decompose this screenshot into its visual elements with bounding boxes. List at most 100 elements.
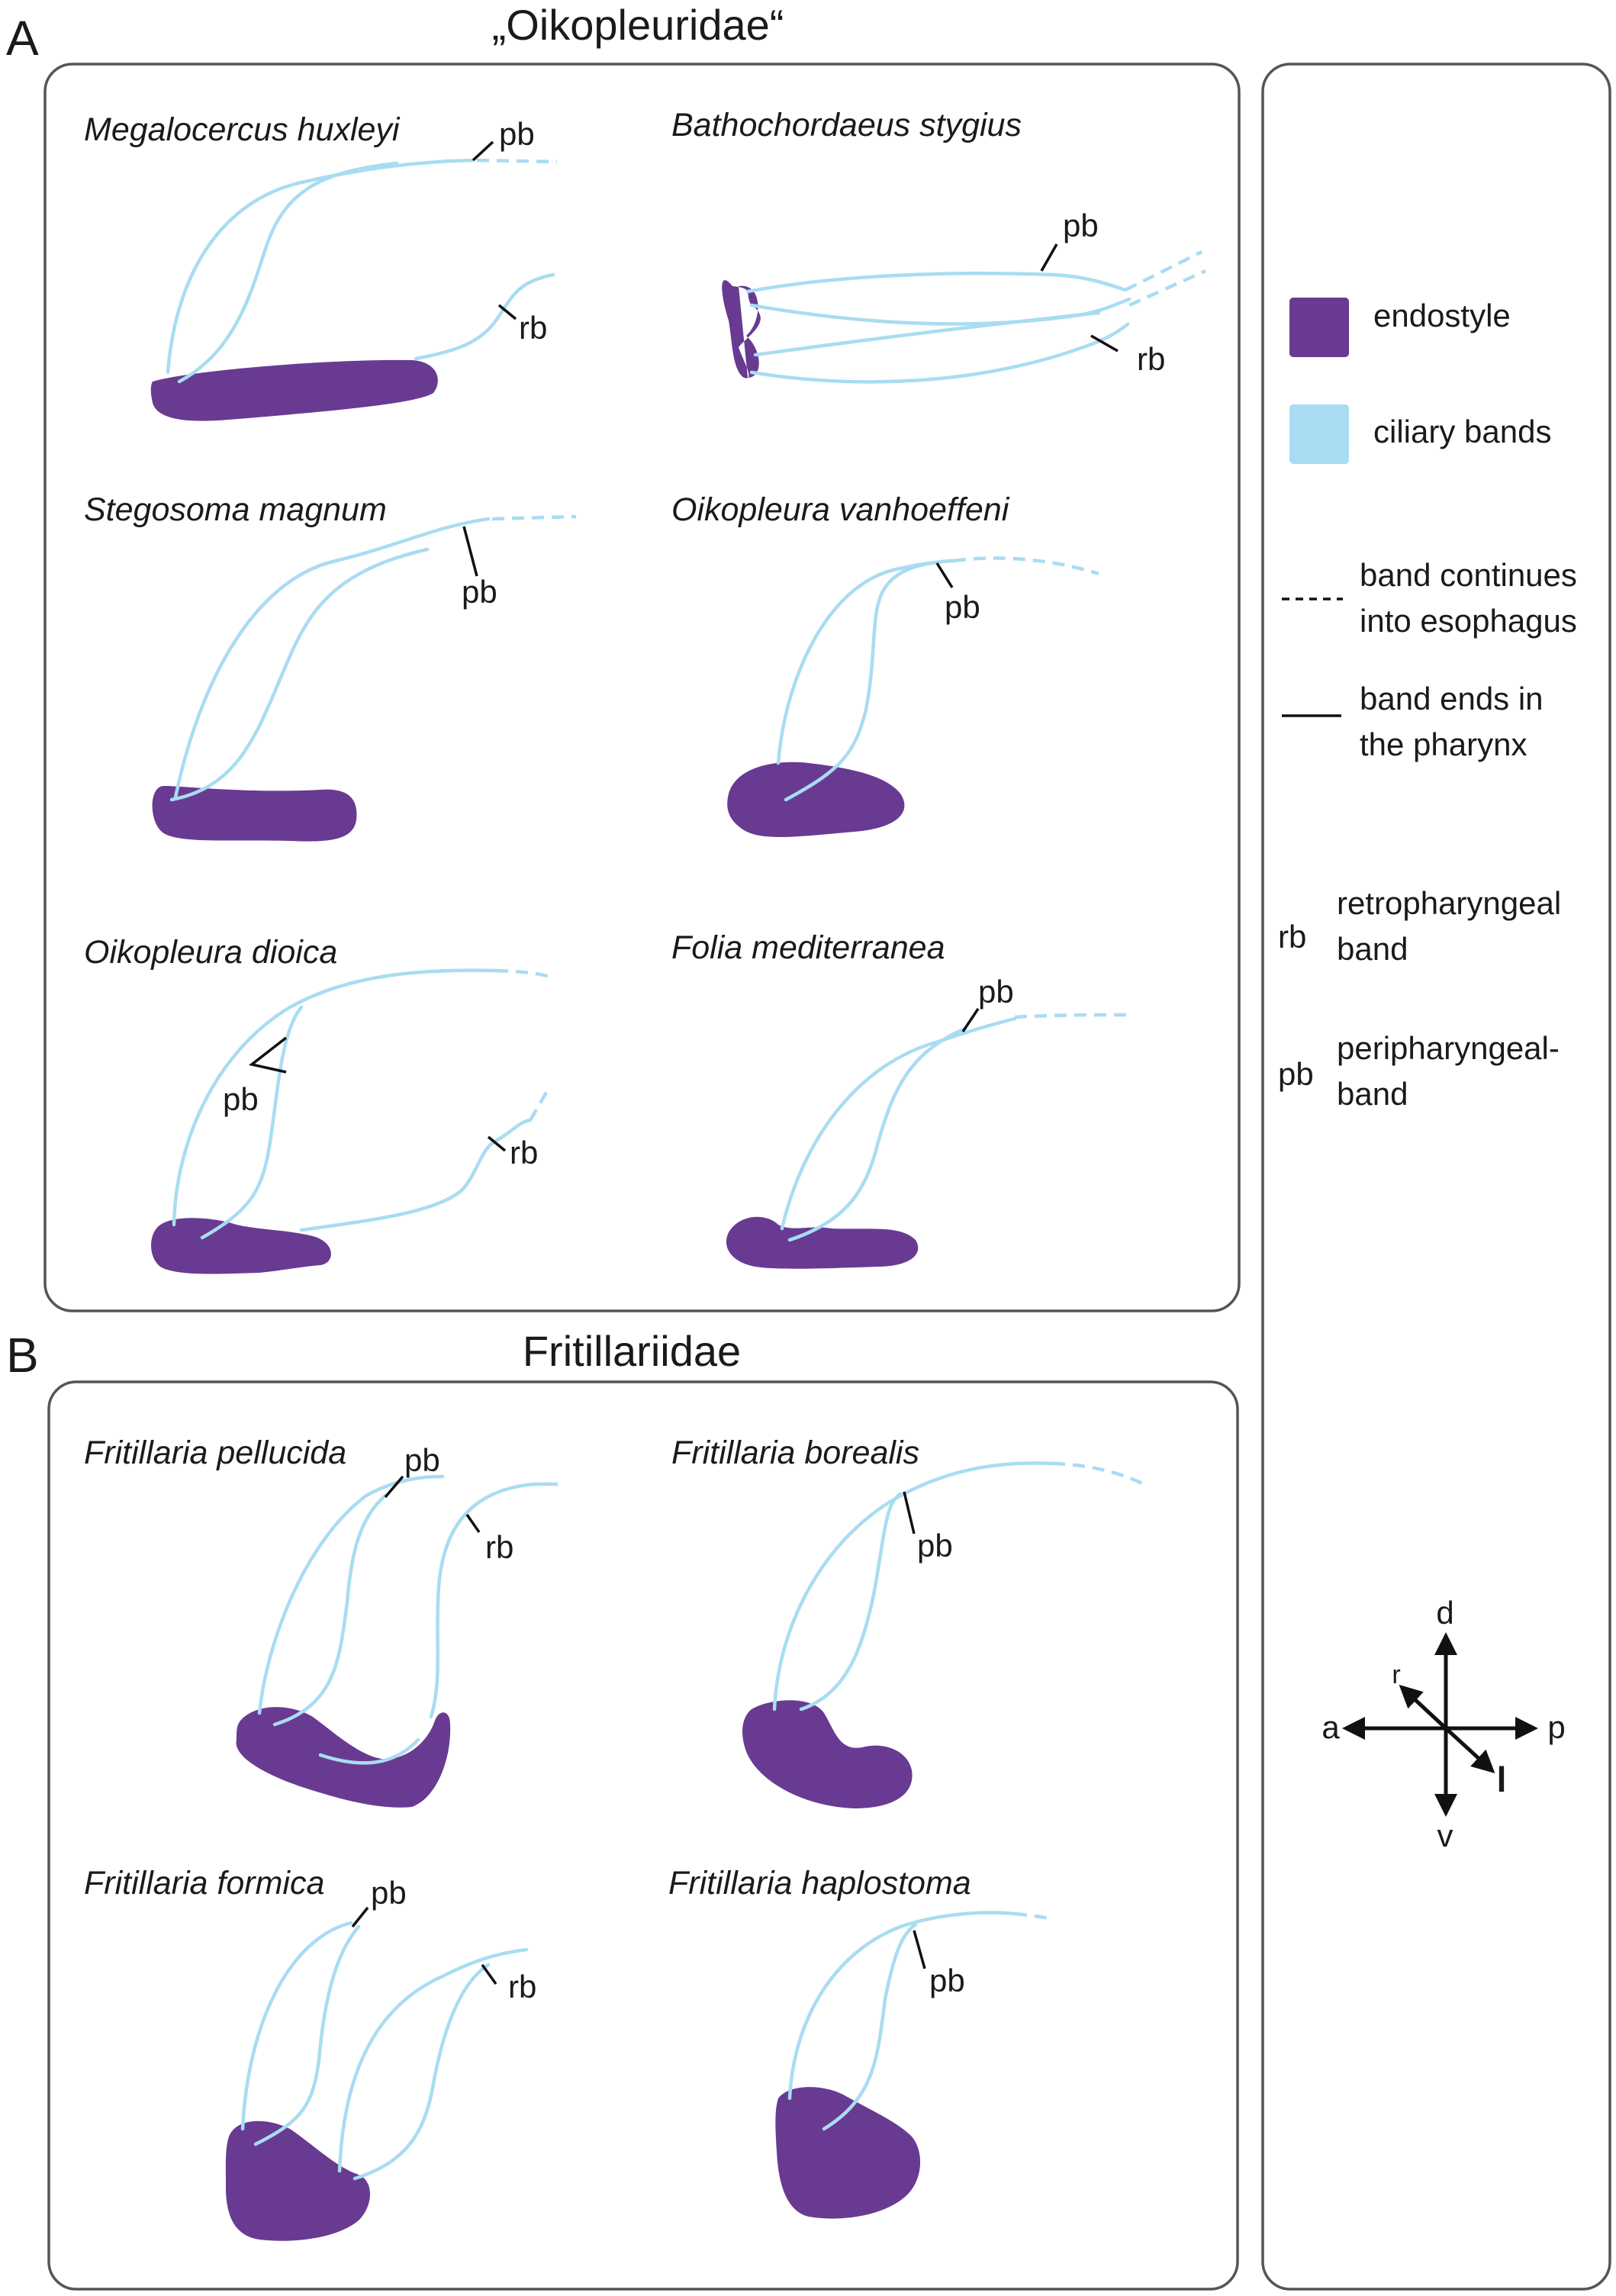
ciliary-band-continuation bbox=[1014, 1911, 1054, 1921]
ciliary-band-a-outer bbox=[257, 1474, 445, 1715]
ciliary-band-outer bbox=[172, 968, 498, 1227]
ciliary-band-inner bbox=[177, 161, 399, 384]
legend-ciliary-bands: ciliary bands bbox=[1373, 414, 1551, 449]
diagram-stegosoma-magnum: Stegosoma magnum pb bbox=[84, 491, 577, 842]
pb-leader bbox=[248, 1036, 288, 1074]
ciliary-band-upper-a bbox=[745, 271, 1128, 294]
pb-leader bbox=[913, 1930, 926, 1969]
ciliary-band-inner bbox=[169, 547, 430, 802]
pb-leader bbox=[462, 526, 478, 577]
axis-d: d bbox=[1436, 1595, 1453, 1631]
rb-leader bbox=[1090, 334, 1119, 353]
legend-pb-1: peripharyngeal- bbox=[1337, 1030, 1560, 1066]
species-name: Fritillaria borealis bbox=[671, 1435, 919, 1471]
rb-leader bbox=[465, 1514, 481, 1533]
pb-leader bbox=[961, 1008, 980, 1032]
axis-a: a bbox=[1321, 1709, 1340, 1745]
ciliary-band-lower-a bbox=[753, 311, 1101, 357]
ciliary-band-b-inner bbox=[352, 1963, 491, 2181]
ciliary-band-outer bbox=[780, 1016, 1017, 1231]
ciliary-band-continuation bbox=[491, 514, 577, 521]
species-name: Fritillaria pellucida bbox=[84, 1435, 346, 1471]
endostyle-shape bbox=[236, 1707, 451, 1808]
legend-dashed-1: band continues bbox=[1360, 557, 1577, 593]
rb-leader bbox=[497, 304, 517, 320]
pb-leader bbox=[351, 1906, 369, 1928]
endostyle-shape bbox=[775, 2087, 921, 2219]
pb-label: pb bbox=[462, 574, 497, 610]
ciliary-band-outer bbox=[173, 517, 491, 800]
legend-rb-2: band bbox=[1337, 931, 1408, 967]
ciliary-band-lower-b bbox=[749, 322, 1130, 384]
pb-label: pb bbox=[404, 1442, 440, 1478]
section-a-letter: A bbox=[6, 11, 39, 66]
ciliary-band-a-inner bbox=[272, 1493, 388, 1727]
right-arrow bbox=[1399, 1684, 1447, 1730]
endostyle-shape bbox=[150, 359, 438, 421]
oikopleuridae-panel bbox=[43, 63, 1241, 1312]
endostyle-swatch bbox=[1289, 298, 1349, 357]
rb-leader bbox=[481, 1963, 497, 1985]
endostyle-shape bbox=[225, 2120, 370, 2241]
legend-solid-1: band ends in bbox=[1360, 681, 1544, 716]
ciliary-band-outer bbox=[787, 1911, 1017, 2101]
ciliary-band-continuation bbox=[476, 158, 558, 164]
species-name: Bathochordaeus stygius bbox=[671, 107, 1022, 143]
band-continuation-b bbox=[1128, 269, 1206, 308]
legend: endostyle ciliary bands band continues i… bbox=[1278, 298, 1577, 1112]
ciliary-swatch bbox=[1289, 404, 1349, 464]
endostyle-shape bbox=[722, 280, 761, 378]
endostyle-shape bbox=[152, 786, 357, 842]
endostyle-shape bbox=[742, 1700, 913, 1808]
rb-label: rb bbox=[510, 1135, 538, 1171]
diagram-megalocercus-huxleyi: Megalocercus huxleyi pb rb bbox=[84, 111, 558, 421]
pb-label: pb bbox=[929, 1963, 965, 1998]
diagram-fritillaria-haplostoma: Fritillaria haplostoma pb bbox=[668, 1865, 1054, 2219]
pb-leader bbox=[1040, 243, 1058, 272]
ciliary-band-outer bbox=[166, 158, 475, 375]
diagram-fritillaria-borealis: Fritillaria borealis pb bbox=[671, 1435, 1150, 1808]
pb-leader bbox=[472, 140, 494, 162]
pb-label: pb bbox=[223, 1081, 259, 1117]
ciliary-band-outer bbox=[772, 1461, 1055, 1712]
ciliary-band-continuation bbox=[1014, 1013, 1130, 1019]
legend-panel bbox=[1261, 63, 1611, 2291]
pb-leader bbox=[903, 1491, 916, 1534]
diagram-fritillaria-formica: Fritillaria formica pb rb bbox=[84, 1865, 536, 2241]
pb-label: pb bbox=[371, 1875, 407, 1911]
ciliary-band-b-outer bbox=[337, 1947, 529, 2173]
species-name: Folia mediterranea bbox=[671, 929, 945, 966]
axis-r: r bbox=[1392, 1660, 1400, 1689]
diagram-oikopleura-vanhoeffeni: Oikopleura vanhoeffeni pb bbox=[671, 491, 1099, 837]
legend-solid-2: the pharynx bbox=[1360, 726, 1527, 762]
ciliary-band-b-outer bbox=[429, 1482, 548, 1719]
retropharyngeal-band bbox=[299, 1118, 533, 1232]
species-name: Fritillaria haplostoma bbox=[668, 1865, 971, 1902]
diagram-oikopleura-dioica: Oikopleura dioica pb rb bbox=[84, 934, 551, 1274]
ciliary-band-inner bbox=[787, 1026, 967, 1242]
rb-leader bbox=[487, 1135, 507, 1152]
retropharyngeal-band bbox=[414, 272, 555, 361]
legend-endostyle: endostyle bbox=[1373, 298, 1511, 333]
left-arrow bbox=[1444, 1727, 1495, 1774]
species-name: Oikopleura dioica bbox=[84, 934, 337, 971]
ciliary-band-continuation bbox=[1052, 1461, 1150, 1488]
pb-label: pb bbox=[917, 1528, 953, 1563]
legend-rb-abbrev: rb bbox=[1278, 919, 1306, 955]
species-name: Fritillaria formica bbox=[84, 1865, 324, 1902]
species-name: Megalocercus huxleyi bbox=[84, 111, 401, 148]
legend-dashed-2: into esophagus bbox=[1360, 603, 1577, 639]
diagram-fritillaria-pellucida: Fritillaria pellucida pb rb bbox=[84, 1435, 565, 1808]
ciliary-band-a-inner bbox=[253, 1924, 361, 2146]
ciliary-band-outer bbox=[776, 559, 956, 765]
axis-p: p bbox=[1547, 1709, 1565, 1745]
endostyle-shape bbox=[726, 1216, 919, 1269]
diagram-folia-mediterranea: Folia mediterranea pb bbox=[671, 929, 1130, 1269]
pb-label: pb bbox=[1063, 208, 1099, 243]
pb-leader bbox=[384, 1475, 404, 1499]
endostyle-shape bbox=[151, 1218, 331, 1274]
orientation-axes: d v a p r l bbox=[1321, 1595, 1565, 1853]
pb-label: pb bbox=[499, 116, 535, 152]
ciliary-band-inner bbox=[822, 1922, 918, 2131]
ciliary-band-inner bbox=[784, 559, 945, 802]
